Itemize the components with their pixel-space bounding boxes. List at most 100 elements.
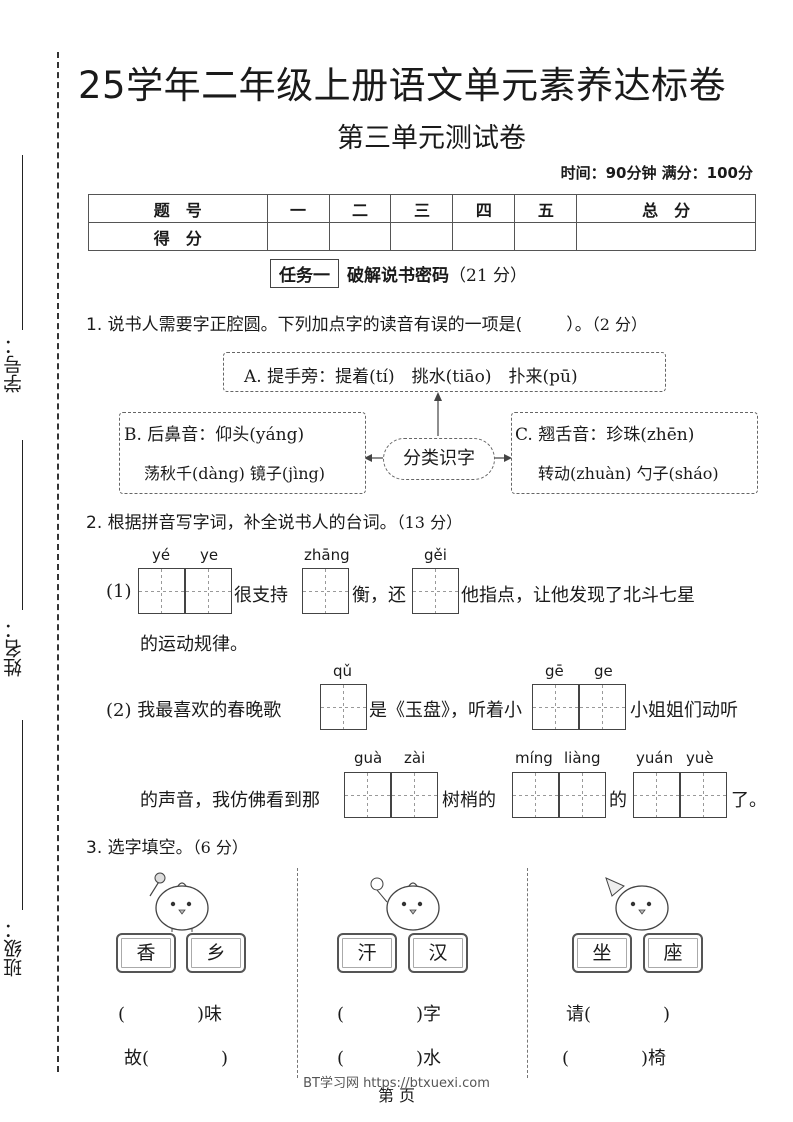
page-title: 25学年二年级上册语文单元素养达标卷 <box>78 64 727 107</box>
question-2: 2. 根据拼音写字词，补全说书人的台词。（13 分） <box>86 508 462 533</box>
score-cell[interactable] <box>266 222 330 251</box>
writing-grid-box[interactable] <box>302 568 349 614</box>
writing-grid-box[interactable] <box>633 772 680 818</box>
q1-diagram-arrows <box>364 392 512 462</box>
watermark: BT学习网 https://btxuexi.com <box>303 1076 490 1091</box>
char-option[interactable]: 汉 <box>408 933 468 973</box>
fill-blank[interactable]: ( )味 <box>118 1004 223 1025</box>
pinyin: yuán <box>636 749 674 767</box>
task-label: 任务一 <box>270 259 339 288</box>
name-blank[interactable] <box>22 440 23 610</box>
writing-grid-box[interactable] <box>559 772 606 818</box>
score-header-cell: 题 号 <box>88 194 268 223</box>
page-subtitle: 第三单元测试卷 <box>337 123 526 154</box>
option-b-box <box>119 412 366 494</box>
fill-blank[interactable]: ( )水 <box>337 1048 442 1069</box>
score-value-row: 得 分 <box>88 222 756 251</box>
class-label: 班级： <box>3 920 25 977</box>
pinyin: yé <box>152 546 171 564</box>
option-c-line2: 转动(zhuàn) 勺子(sháo) <box>538 464 719 483</box>
question-1: 1. 说书人需要字正腔圆。下列加点字的读音有误的一项是( ）。（2 分） <box>86 310 647 335</box>
option-b-line1: B. 后鼻音：仰头(yáng) <box>124 425 305 445</box>
option-a-text: A. 提手旁：提着(tí) 挑水(tiāo) 扑来(pū) <box>244 367 578 387</box>
q2-3-text: 树梢的 <box>442 790 496 811</box>
q2-1-label: (1) <box>106 581 132 602</box>
q3-points: （6 分） <box>192 838 248 857</box>
pinyin: gē <box>545 662 564 680</box>
q1-text: 1. 说书人需要字正腔圆。下列加点字的读音有误的一项是( <box>86 315 523 335</box>
score-header-cell: 总 分 <box>576 194 756 223</box>
score-cell[interactable] <box>390 222 454 251</box>
q2-1-text: 很支持 <box>234 585 288 606</box>
writing-grid-box[interactable] <box>391 772 438 818</box>
number-blank[interactable] <box>22 155 23 330</box>
score-table: 题 号 一 二 三 四 五 总 分 得 分 <box>88 194 756 251</box>
q3-text: 3. 选字填空。 <box>86 838 193 858</box>
task-score: （21 分） <box>449 266 528 286</box>
q2-text: 2. 根据拼音写字词，补全说书人的台词。 <box>86 513 397 533</box>
q1-end: ）。 <box>566 315 592 335</box>
pinyin: liàng <box>564 749 601 767</box>
class-blank[interactable] <box>22 720 23 910</box>
score-row-label: 得 分 <box>88 222 268 251</box>
page-number: 第 页 <box>377 1086 416 1105</box>
q2-points: （13 分） <box>396 513 463 532</box>
pinyin: qǔ <box>333 662 353 680</box>
writing-grid-box[interactable] <box>532 684 579 730</box>
fill-blank[interactable]: 请( ) <box>566 1004 671 1025</box>
q2-1-text: 的运动规律。 <box>140 634 248 655</box>
writing-grid-box[interactable] <box>512 772 559 818</box>
pinyin: míng <box>515 749 553 767</box>
writing-grid-box[interactable] <box>412 568 459 614</box>
char-option[interactable]: 坐 <box>572 933 632 973</box>
task-title: 破解说书密码 <box>347 266 449 286</box>
writing-grid-box[interactable] <box>138 568 185 614</box>
q2-1-text: 衡，还 <box>352 585 406 606</box>
writing-grid-box[interactable] <box>320 684 367 730</box>
writing-grid-box[interactable] <box>344 772 391 818</box>
chick-illustration <box>149 872 209 932</box>
column-divider <box>527 868 528 1078</box>
char-option[interactable]: 座 <box>643 933 703 973</box>
pinyin: ge <box>594 662 613 680</box>
q2-2-text: (2) 我最喜欢的春晚歌 <box>106 700 282 721</box>
score-header-row: 题 号 一 二 三 四 五 总 分 <box>88 194 756 223</box>
q2-3-text: 的声音，我仿佛看到那 <box>140 790 320 811</box>
char-option[interactable]: 香 <box>116 933 176 973</box>
score-cell[interactable] <box>514 222 578 251</box>
writing-grid-box[interactable] <box>185 568 232 614</box>
name-label: 姓名： <box>3 620 25 677</box>
option-a-box <box>223 352 666 392</box>
chick-illustration <box>605 877 669 931</box>
char-option[interactable]: 汗 <box>337 933 397 973</box>
q2-3-text: 了。 <box>731 790 767 811</box>
chick-illustration <box>370 877 440 931</box>
q2-1-text: 他指点，让他发现了北斗七星 <box>461 585 695 606</box>
pinyin: guà <box>354 749 383 767</box>
q1-points: （2 分） <box>591 315 648 334</box>
option-c-line1: C. 翘舌音：珍珠(zhēn) <box>515 425 695 445</box>
pinyin: zhāng <box>304 546 350 564</box>
writing-grid-box[interactable] <box>579 684 626 730</box>
pinyin: gěi <box>424 546 447 564</box>
binding-dashed-line <box>57 52 59 1072</box>
q2-3-text: 的 <box>609 790 627 811</box>
fill-blank[interactable]: ( )字 <box>337 1004 442 1025</box>
score-header-cell: 一 <box>266 194 330 223</box>
score-header-cell: 三 <box>390 194 454 223</box>
fill-blank[interactable]: 故( ) <box>124 1048 229 1069</box>
option-b-line2: 荡秋千(dàng) 镜子(jìng) <box>144 464 326 483</box>
pinyin: zài <box>404 749 426 767</box>
column-divider <box>297 868 298 1078</box>
q2-2-text: 是《玉盘》，听着小 <box>369 700 522 721</box>
pinyin: yuè <box>686 749 714 767</box>
time-info: 时间：90分钟 满分：100分 <box>560 164 753 182</box>
pinyin: ye <box>200 546 219 564</box>
score-cell[interactable] <box>576 222 756 251</box>
option-c-box <box>511 412 758 494</box>
score-cell[interactable] <box>328 222 392 251</box>
q2-2-text: 小姐姐们动听 <box>630 700 738 721</box>
writing-grid-box[interactable] <box>680 772 727 818</box>
fill-blank[interactable]: ( )椅 <box>562 1048 667 1069</box>
char-option[interactable]: 乡 <box>186 933 246 973</box>
